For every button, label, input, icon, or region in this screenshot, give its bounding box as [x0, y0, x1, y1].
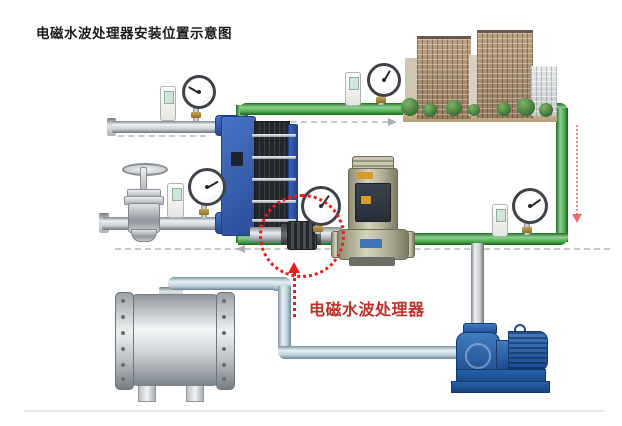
heat-exchanger-label-plate — [231, 152, 243, 166]
callout-circle — [259, 194, 345, 278]
valve-bowl — [131, 229, 157, 242]
gauge-stem — [201, 199, 207, 218]
tree-icon — [446, 100, 462, 116]
tree-icon — [497, 102, 511, 116]
green-pipe-riser-right — [556, 108, 568, 242]
end-pump-base-plate — [451, 381, 550, 393]
tank-pipe-drop — [278, 286, 291, 350]
gauge-hub — [382, 78, 386, 82]
gauge-nut — [199, 209, 209, 215]
building-connector — [469, 55, 479, 116]
steel-pipe-pump-riser — [471, 243, 484, 331]
page-title: 电磁水波处理器安装位置示意图 — [36, 26, 232, 41]
thermometer-screen — [171, 188, 182, 201]
flange-bolts — [121, 299, 125, 303]
flow-dash-to-building — [250, 121, 388, 123]
heat-exchanger-tie-bar — [252, 134, 296, 137]
pressure-gauge-icon — [512, 188, 548, 224]
tank-shell — [128, 294, 222, 386]
callout-arrow-head-icon — [288, 262, 300, 273]
thermometer-icon — [160, 86, 176, 121]
gauge-nut — [376, 97, 386, 103]
tank-pipe-top — [168, 277, 284, 290]
thermometer-icon — [345, 72, 361, 106]
inline-pump-nameplate — [360, 239, 382, 248]
tank-pipe-to-pump — [286, 346, 462, 359]
callout-arrow-shaft — [293, 273, 296, 317]
flange-bolts — [222, 299, 226, 303]
gauge-nut — [522, 227, 532, 233]
gauge-hub — [205, 185, 209, 189]
tree-icon — [423, 103, 437, 117]
tree-icon — [401, 98, 419, 116]
end-pump-volute-ring — [465, 343, 491, 369]
pressure-gauge-icon — [367, 63, 401, 97]
tree-icon — [539, 103, 553, 117]
heat-exchanger-tie-bar — [252, 200, 296, 203]
gauge-hub — [197, 90, 201, 94]
callout-label: 电磁水波处理器 — [309, 302, 425, 319]
thermometer-screen — [164, 91, 174, 104]
gauge-stem — [524, 217, 530, 235]
flow-arrow-down-icon — [572, 214, 582, 223]
tank-flange-right — [216, 292, 235, 390]
gauge-hub — [528, 204, 532, 208]
flow-dash-hot-supply — [118, 135, 206, 137]
thermometer-screen — [496, 209, 506, 222]
tank-nozzle — [159, 287, 183, 298]
pressure-gauge-icon — [182, 75, 216, 109]
flow-arrow-left-icon — [236, 245, 245, 253]
inline-pump-foot — [349, 257, 395, 266]
inline-pump-sticker — [357, 172, 373, 179]
flow-dash-riser-red — [576, 125, 578, 215]
bottom-divider — [24, 410, 604, 412]
inline-pump-panel-sticker — [361, 196, 371, 204]
tree-icon — [468, 104, 480, 116]
thermometer-icon — [167, 183, 184, 218]
heat-exchanger-tie-bar — [252, 156, 296, 159]
steel-pipe-upper-left — [112, 121, 238, 133]
end-pump-motor — [508, 331, 548, 371]
heat-exchanger-front-plate — [221, 116, 256, 236]
heat-exchanger-tie-bar — [252, 178, 296, 181]
flow-arrow-right-icon — [388, 118, 397, 126]
pressure-gauge-icon — [188, 168, 226, 206]
tank-flange-left — [115, 292, 134, 390]
gauge-nut — [191, 112, 201, 118]
tree-icon — [517, 98, 535, 116]
pipe-end-flange — [107, 118, 116, 136]
valve-body — [128, 203, 160, 233]
thermometer-icon — [492, 204, 508, 237]
thermometer-screen — [349, 77, 359, 90]
